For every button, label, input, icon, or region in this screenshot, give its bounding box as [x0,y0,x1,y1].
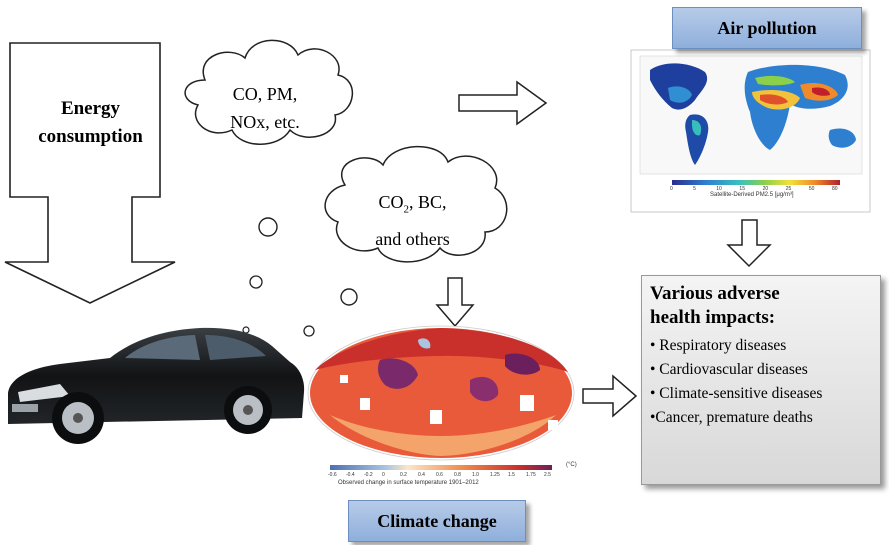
climate-change-map [307,325,575,470]
health-title-line2: health impacts: [650,307,776,328]
health-impacts-list: • Respiratory diseases • Cardiovascular … [650,334,872,430]
pm-tick: 10 [716,186,722,192]
pm-tick: 25 [785,186,792,192]
temp-tick: -0.6 [328,472,337,478]
pm-tick: 5 [693,186,696,192]
temp-tick: 2.5 [544,472,551,478]
temp-tick: 0.2 [400,472,407,478]
cloud1-line1: CO, PM, [232,84,298,104]
emissions-cloud-1 [184,39,354,145]
temp-tick: -0.2 [364,472,373,478]
co2-subscript: 2 [403,203,410,216]
arrow-to-air-pollution [458,80,548,126]
pm-caption: Satellite-Derived PM2.5 [μg/m³] [710,192,794,198]
cloud1-label: CO, PM, NOx, etc. [190,80,340,136]
cloud2-label: CO2, BC, and others [330,188,495,254]
car-illustration [8,327,305,444]
air-pollution-label: Air pollution [672,7,862,49]
bubble-1 [258,217,278,237]
health-item: • Climate-sensitive diseases [650,385,823,402]
bubble-5 [242,326,250,334]
energy-title-line1: Energy [60,98,121,119]
temp-tick: 1.0 [472,472,479,478]
energy-consumption-arrow [4,42,176,304]
energy-title-line2: consumption [38,126,143,147]
emissions-cloud-2 [324,145,508,263]
pm-tick: 15 [739,186,745,192]
temp-tick: 1.5 [508,472,515,478]
air-pollution-map [630,49,871,213]
arrow-to-health-impacts [726,219,772,268]
climate-change-label: Climate change [348,500,526,542]
temp-tick: 0.8 [454,472,461,478]
temp-tick: 0.6 [436,472,443,478]
arrow-climate-to-health [582,374,638,418]
pm-tick: 50 [808,186,815,192]
pm-tick: 80 [832,186,838,192]
bubble-4 [303,325,315,337]
bubble-3 [340,288,358,306]
temp-unit: (°C) [566,462,577,468]
energy-consumption-label: Energy consumption [18,95,163,151]
bubble-2 [249,275,263,289]
arrow-to-climate-change [435,277,475,328]
co2-suffix: , BC, [409,192,447,212]
temp-tick: 1.75 [526,472,536,478]
health-item: •Cancer, premature deaths [650,409,813,426]
temp-tick: 0.4 [418,472,425,478]
temp-tick: 1.25 [490,472,500,478]
cloud2-line2: and others [375,228,450,249]
pm-tick: 0 [670,186,673,192]
temp-tick: 0 [382,472,385,478]
pm-tick: 20 [762,186,769,192]
cloud1-line2: NOx, etc. [230,112,300,132]
co2-prefix: CO [378,192,404,212]
temp-caption: Observed change in surface temperature 1… [338,480,479,486]
health-title-line1: Various adverse [650,283,780,304]
health-item: • Respiratory diseases [650,337,787,354]
temp-tick: -0.4 [346,472,355,478]
health-item: • Cardiovascular diseases [650,361,808,378]
cloud2-line1: CO2, BC, [330,188,495,225]
health-impacts-box: Various adverse health impacts: • Respir… [641,275,881,485]
